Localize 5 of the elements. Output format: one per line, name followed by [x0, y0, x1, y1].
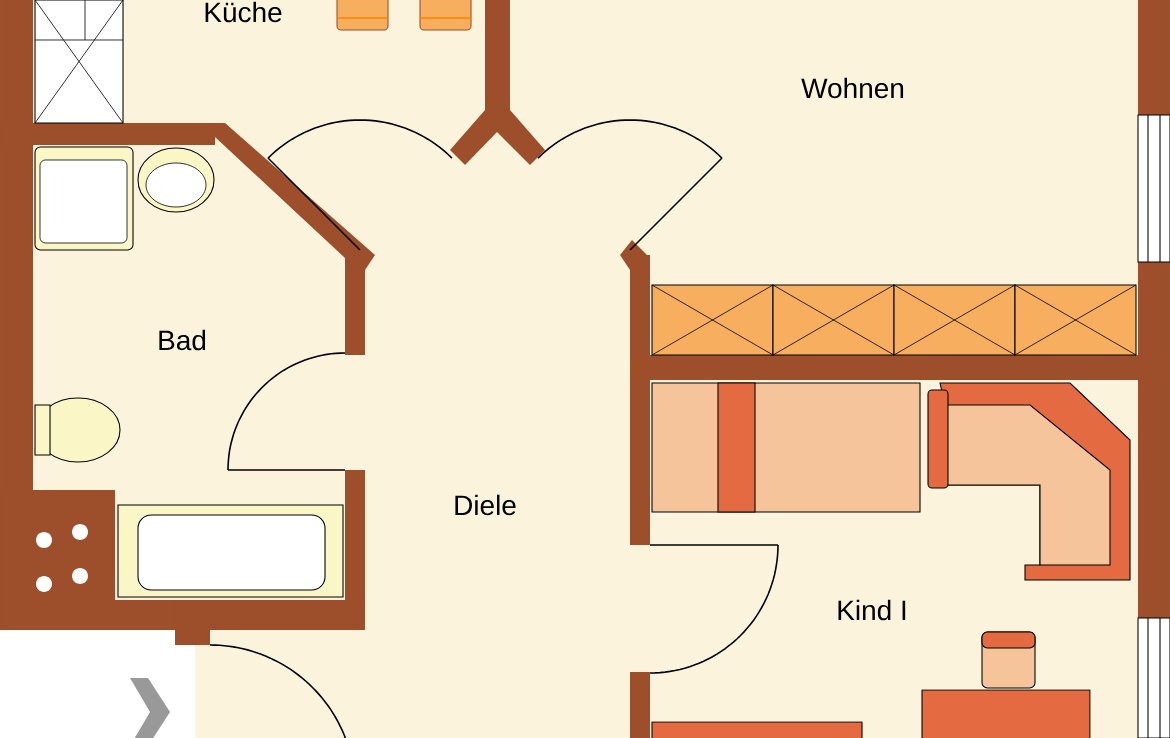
room-label: Küche [205, 1, 282, 23]
room-label: Kind I [838, 599, 906, 621]
room-label: Diele [455, 494, 516, 516]
room-label: Bad [159, 329, 206, 351]
room-label: Wohnen [801, 77, 904, 99]
